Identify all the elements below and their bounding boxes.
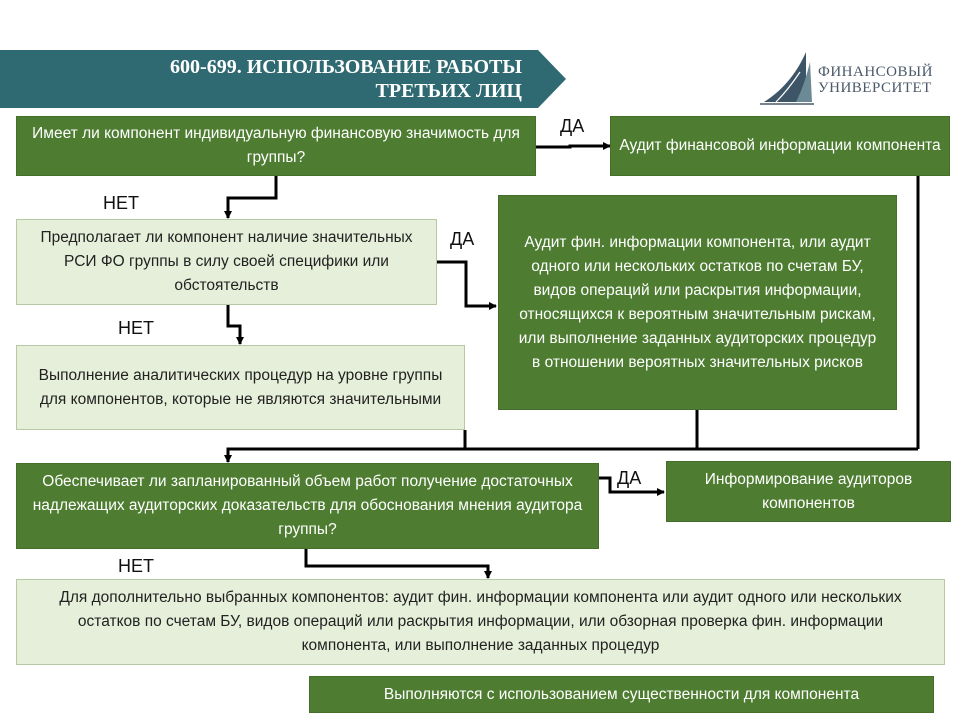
arrow-q4-no <box>304 549 492 579</box>
question-sufficient-evidence: Обеспечивает ли запланированный объем ра… <box>16 463 599 549</box>
result-risk-audit: Аудит фин. информации компонента, или ау… <box>498 195 897 410</box>
university-logo: ФИНАНСОВЫЙ УНИВЕРСИТЕТ <box>756 50 940 108</box>
arrow-q4-yes <box>599 476 665 496</box>
arrow-q2-no <box>226 305 244 345</box>
result-full-audit: Аудит финансовой информации компонента <box>610 116 950 176</box>
label-yes-1: ДА <box>560 116 585 136</box>
line-merge <box>224 447 918 463</box>
step-analytical-procedures: Выполнение аналитических процедур на уро… <box>16 345 465 430</box>
page-title: 600-699. ИСПОЛЬЗОВАНИЕ РАБОТЫ ТРЕТЬИХ ЛИ… <box>0 50 522 108</box>
arrow-q2-yes <box>437 260 497 310</box>
logo-line-1: ФИНАНСОВЫЙ <box>818 64 933 80</box>
logo-wordmark: ФИНАНСОВЫЙ УНИВЕРСИТЕТ <box>818 64 933 96</box>
question-financial-significance: Имеет ли компонент индивидуальную финанс… <box>16 116 536 176</box>
label-no-2: НЕТ <box>118 318 154 338</box>
banner-shape <box>0 50 566 108</box>
question-significant-risks: Предполагает ли компонент наличие значит… <box>16 219 437 305</box>
title-line-2: ТРЕТЬИХ ЛИЦ <box>375 80 522 102</box>
footer-note: Выполняются с использованием существенно… <box>309 676 934 713</box>
arrow-q1-no <box>224 176 278 219</box>
arrow-q1-yes <box>536 142 611 150</box>
title-line-1: 600-699. ИСПОЛЬЗОВАНИЕ РАБОТЫ <box>170 56 522 78</box>
result-inform-auditors: Информирование аудиторов компонентов <box>666 461 951 522</box>
label-yes-3: ДА <box>617 468 642 488</box>
label-no-3: НЕТ <box>118 556 154 576</box>
label-yes-2: ДА <box>450 229 475 249</box>
step-additional-components: Для дополнительно выбранных компонентов:… <box>16 579 945 665</box>
title-banner: 600-699. ИСПОЛЬЗОВАНИЕ РАБОТЫ ТРЕТЬИХ ЛИ… <box>0 50 566 108</box>
label-no-1: НЕТ <box>103 193 139 213</box>
logo-line-2: УНИВЕРСИТЕТ <box>818 80 932 96</box>
sail-logo-icon <box>760 52 814 105</box>
